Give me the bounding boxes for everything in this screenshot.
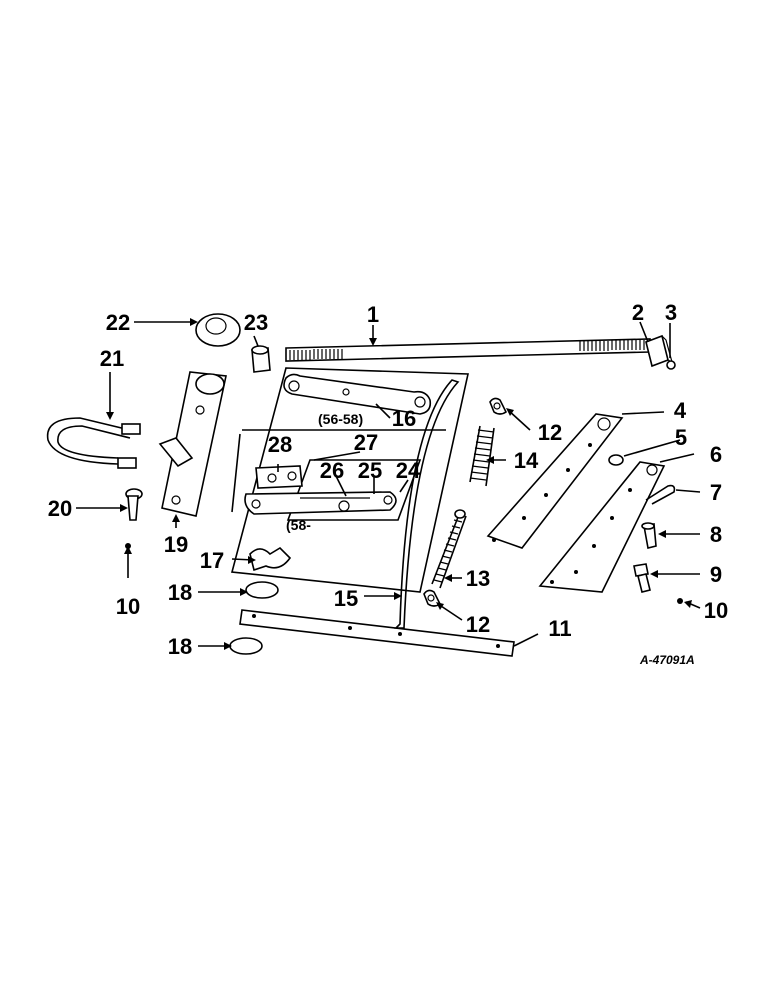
part-4-plate (486, 413, 624, 549)
part-6-plate (538, 461, 666, 593)
callout-3: 3 (665, 300, 677, 325)
part-19-bracket (158, 371, 227, 517)
callout-23: 23 (244, 310, 268, 335)
part-5-bushing (608, 454, 624, 466)
callout-19: 19 (164, 532, 188, 557)
callout-22: 22 (106, 310, 130, 335)
note-upper-arm: (56-58) (318, 411, 363, 427)
callout-1: 1 (367, 302, 379, 327)
callout-15: 15 (334, 586, 358, 611)
part-18-washer-lower (229, 637, 263, 655)
callout-13: 13 (466, 566, 490, 591)
part-7-cotter-pin (645, 484, 676, 505)
callout-4: 4 (674, 398, 687, 423)
part-17-clamp (249, 546, 292, 572)
part-18-washer-upper (245, 581, 279, 599)
callout-27: 27 (354, 430, 378, 455)
callout-7: 7 (710, 480, 722, 505)
callout-8: 8 (710, 522, 722, 547)
callout-24: 24 (396, 458, 421, 483)
part-28-bracket (255, 465, 303, 489)
part-3-washer (666, 360, 676, 370)
callout-6: 6 (710, 442, 722, 467)
callout-16: 16 (392, 406, 416, 431)
part-13-spring (431, 509, 467, 589)
callout-11: 11 (548, 616, 571, 641)
part-12-clip-upper (489, 397, 508, 415)
leader-arrowheads (106, 318, 692, 650)
note-lower-arm: (58- (286, 517, 311, 533)
callout-26: 26 (320, 458, 344, 483)
callout-25: 25 (358, 458, 382, 483)
part-16-arm-upper (283, 373, 432, 415)
part-1-threaded-rod (285, 338, 651, 362)
part-22-bushing (195, 313, 241, 347)
callout-21: 21 (100, 346, 124, 371)
callout-10-left: 10 (116, 594, 140, 619)
part-9-bolt (633, 563, 651, 593)
part-11-bar (239, 609, 515, 657)
callout-9: 9 (710, 562, 722, 587)
callout-2: 2 (632, 300, 644, 325)
part-10-nut-right (677, 598, 683, 604)
callout-20: 20 (48, 496, 72, 521)
callout-10-right: 10 (704, 598, 728, 623)
callout-18-upper: 18 (168, 580, 192, 605)
part-24-26-arm-lower (244, 491, 397, 515)
callout-14: 14 (514, 448, 539, 473)
callout-28: 28 (268, 432, 292, 457)
part-8-pin (641, 522, 657, 549)
part-20-bolt (125, 488, 143, 521)
callout-17: 17 (200, 548, 224, 573)
part-23-sleeve (251, 345, 271, 373)
callout-12-upper: 12 (538, 420, 562, 445)
part-21-u-bolt (46, 417, 141, 469)
callout-12-lower: 12 (466, 612, 490, 637)
callout-labels: 1 2 3 4 5 6 7 8 9 10 10 11 12 12 13 14 1… (48, 300, 728, 659)
figure-code: A-47091A (639, 653, 695, 667)
part-14-spring (469, 425, 495, 487)
callout-18-lower: 18 (168, 634, 192, 659)
callout-5: 5 (675, 425, 687, 450)
